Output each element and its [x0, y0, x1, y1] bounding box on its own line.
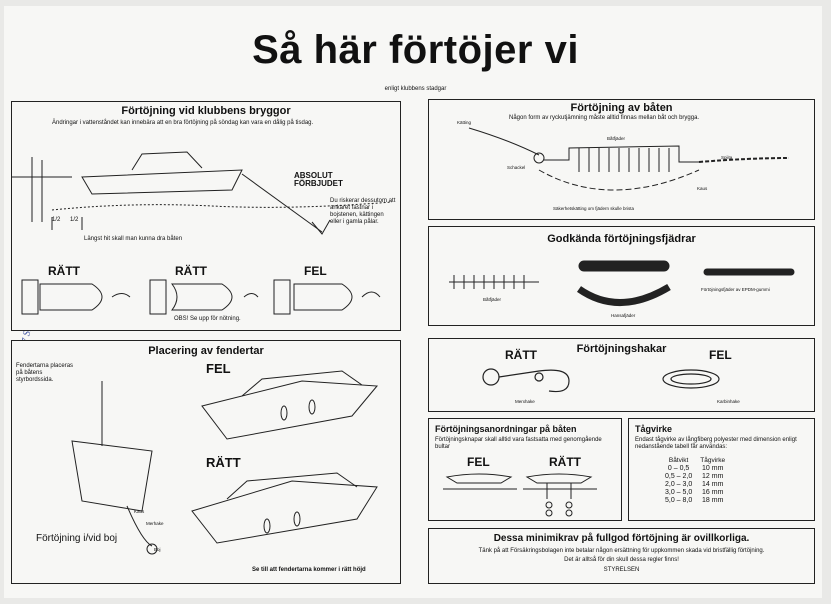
panel-baten-note: Någon form av ryckutjämning måste alltid…: [509, 115, 700, 121]
cell-batvikt: 2,0 – 3,0: [665, 481, 693, 488]
krav-line-2: Det är alltså för din skull dessa regler…: [564, 557, 679, 563]
panel-tagvirke-note: Endast tågvirke av långfiberg polyester …: [635, 437, 797, 450]
dock-boat-illustration: [12, 151, 393, 235]
panel-fjadrar-title: Godkända förtöjningsfjädrar: [547, 233, 696, 245]
fender-side-note: Fendertarna placeras på båtens styrbords…: [16, 363, 74, 383]
panel-krav: Dessa minimikrav på fullgod förtöjning ä…: [428, 528, 815, 584]
boj-title: Förtöjning i/vid boj: [36, 533, 118, 544]
obs-label: OBS! Se upp för nötning.: [174, 316, 241, 322]
mooring-topview-illustrations: [21, 279, 381, 315]
epdm-label: Förtöjningsfjäder av EPDM-gummi: [701, 287, 770, 292]
cell-batvikt: 0,5 – 2,0: [665, 473, 693, 480]
table-row: 5,0 – 8,0 18 mm: [661, 497, 729, 505]
tagvirke-table: Båtvikt Tågvirke 0 – 0,5 10 mm 0,5 – 2,0 1…: [661, 457, 729, 505]
cell-tagvirke: 18 mm: [702, 497, 724, 504]
table-row: 2,0 – 3,0 14 mm: [661, 481, 729, 489]
panel-tagvirke-title: Tågvirke: [635, 424, 673, 434]
boj-label: Boj: [154, 547, 161, 552]
chain-spring-illustration: [468, 127, 790, 191]
sakerhet-label: Säkerhetskätting om fjädern skulle brist…: [553, 206, 635, 211]
fender-fel-label: FEL: [206, 361, 231, 376]
ratt-label-1: RÄTT: [48, 264, 80, 278]
cell-batvikt: 3,0 – 5,0: [665, 489, 693, 496]
cell-tagvirke: 16 mm: [702, 489, 724, 496]
reach-label: Längst hit skall man kunna dra båten: [84, 236, 183, 242]
panel-hakar-title: Förtöjningshakar: [576, 343, 667, 355]
hakar-ratt-label: RÄTT: [505, 348, 537, 362]
panel-fender: Placering av fendertar Fendertarna place…: [11, 340, 401, 584]
hakar-fel-label: FEL: [709, 348, 732, 362]
col-header-batvikt: Båtvikt: [668, 457, 689, 464]
half-label-1: 1/2: [52, 217, 61, 223]
anordning-ratt-label: RÄTT: [549, 455, 581, 469]
merhake-label: Merhake: [146, 521, 164, 526]
table-row: 0,5 – 2,0 12 mm: [661, 473, 729, 481]
anordning-fel-label: FEL: [467, 455, 490, 469]
col-header-tagvirke: Tågvirke: [700, 457, 726, 464]
spiita-label: Spiita: [721, 155, 733, 160]
katting-label: Kätting: [457, 120, 472, 125]
fender-boat-illustrations: [71, 370, 379, 555]
fender-bottom-note: Se till att fendertarna kommer i rätt hö…: [252, 567, 366, 573]
panel-brygga-title: Förtöjning vid klubbens bryggor: [121, 105, 291, 117]
cell-tagvirke: 14 mm: [702, 481, 724, 488]
panel-baten-title: Förtöjning av båten: [570, 102, 673, 114]
panel-anordning-title: Förtöjningsanordningar på båten: [435, 424, 577, 434]
fender-ratt-label: RÄTT: [206, 455, 241, 470]
panel-anordning: Förtöjningsanordningar på båten Förtöjni…: [428, 418, 622, 521]
hooks-illustration: [482, 368, 720, 393]
springs-illustration: [449, 260, 795, 306]
table-row: 3,0 – 5,0 16 mm: [661, 489, 729, 497]
panel-brygga-note: Ändringar i vattenståndet kan innebära a…: [52, 120, 314, 126]
cell-batvikt: 0 – 0,5: [667, 465, 690, 472]
cell-tagvirke: 10 mm: [702, 465, 724, 472]
panel-krav-title: Dessa minimikrav på fullgod förtöjning ä…: [493, 533, 750, 544]
fel-label: FEL: [304, 264, 327, 278]
batfjader-label: Båtfjäder: [607, 136, 626, 141]
hansafjader-label: Hansafjäder: [611, 313, 636, 318]
merxhake-label: Merxhake: [515, 399, 535, 404]
ratt-label-2: RÄTT: [175, 264, 207, 278]
anchor-warning: Du riskerar dessutom att ankaret fastnar…: [330, 198, 396, 225]
schackel-label: Schackel: [507, 165, 526, 170]
cleats-illustration: [443, 473, 597, 517]
half-label-2: 1/2: [70, 217, 79, 223]
panel-brygga: Förtöjning vid klubbens bryggor Ändringa…: [11, 101, 401, 331]
page-subtitle: enligt klubbens stadgar: [384, 86, 447, 92]
kaus-label-2: Kaus: [697, 186, 708, 191]
table-row: 0 – 0,5 10 mm: [661, 465, 729, 473]
cell-batvikt: 5,0 – 8,0: [665, 497, 693, 504]
panel-tagvirke: Tågvirke Endast tågvirke av långfiberg p…: [628, 418, 815, 521]
forbidden-label: ABSOLUT FÖRBJUDET: [294, 171, 343, 188]
fjadrar-batfjader-label: Båtfjäder: [483, 297, 502, 302]
page-title: Så här förtöjer vi: [252, 28, 579, 72]
karbinhake-label: Karbinhake: [717, 399, 740, 404]
panel-fjadrar: Godkända förtöjningsfjädrar Båtfjäder Ha…: [428, 226, 815, 326]
panel-fender-title: Placering av fendertar: [148, 345, 264, 357]
panel-anordning-note: Förtöjningsknapar skall alltid vara fast…: [435, 437, 602, 450]
krav-line-1: Tänk på att Försäkringsbolagen inte beta…: [478, 548, 765, 554]
cell-tagvirke: 12 mm: [702, 473, 724, 480]
kaus-label: Kaus: [134, 509, 145, 514]
krav-signature: STYRELSEN: [603, 567, 640, 573]
panel-baten: Förtöjning av båten Kätting Någon form a…: [428, 99, 815, 220]
panel-hakar: Förtöjningshakar RÄTT FEL Merxhake Karbi…: [428, 338, 815, 412]
